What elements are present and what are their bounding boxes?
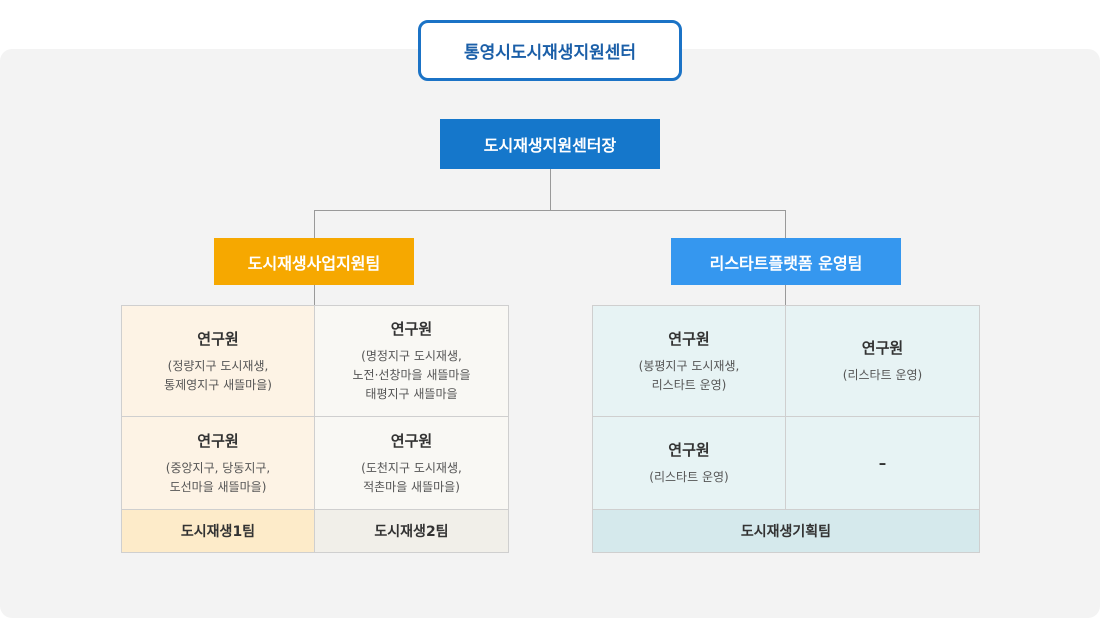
center-title: 통영시도시재생지원센터 (418, 20, 682, 81)
role-label: 연구원 (390, 431, 433, 450)
sub-team-label: 도시재생1팀 (122, 510, 315, 552)
role-label: 연구원 (390, 320, 433, 338)
role-desc: (리스타트 운영) (649, 470, 729, 484)
director-box: 도시재생지원센터장 (440, 119, 660, 169)
team-business-support: 도시재생사업지원팀 (214, 238, 414, 285)
sub-team-label: 도시재생기획팀 (593, 510, 979, 552)
role-label: 연구원 (668, 329, 710, 348)
team-restart-platform: 리스타트플랫폼 운영팀 (671, 238, 901, 285)
staff-cell: 연구원 (중앙지구, 당동지구, 도선마을 새뜰마을) (122, 417, 315, 510)
empty-cell: – (786, 417, 979, 510)
connector-team1-grid (314, 285, 315, 305)
connector-to-team1 (314, 210, 315, 238)
staff-cell: 연구원 (명정지구 도시재생, 노전·선창마을 새뜰마을 태평지구 새뜰마을 (315, 306, 508, 417)
connector-team2-grid (785, 285, 786, 305)
role-label: 연구원 (861, 339, 904, 357)
sub-team-label: 도시재생2팀 (315, 510, 508, 552)
role-desc: (도천지구 도시재생, 적촌마을 새뜰마을) (361, 460, 462, 494)
vacant-dash: – (878, 454, 887, 472)
role-desc: (중앙지구, 당동지구, 도선마을 새뜰마을) (165, 460, 271, 494)
connector-to-team2 (785, 210, 786, 238)
connector-director-down (550, 169, 551, 210)
staff-cell: 연구원 (리스타트 운영) (593, 417, 786, 510)
staff-cell: 연구원 (도천지구 도시재생, 적촌마을 새뜰마을) (315, 417, 508, 510)
staff-cell: 연구원 (봉평지구 도시재생, 리스타트 운영) (593, 306, 786, 417)
business-support-grid: 연구원 (정량지구 도시재생, 통제영지구 새뜰마을) 연구원 (명정지구 도시… (121, 305, 509, 553)
staff-cell: 연구원 (정량지구 도시재생, 통제영지구 새뜰마을) (122, 306, 315, 417)
role-desc: (봉평지구 도시재생, 리스타트 운영) (638, 358, 740, 392)
role-desc: (리스타트 운영) (842, 368, 923, 382)
restart-platform-grid: 연구원 (봉평지구 도시재생, 리스타트 운영) 연구원 (리스타트 운영) 연… (592, 305, 980, 553)
connector-horizontal (314, 210, 786, 211)
role-label: 연구원 (197, 329, 239, 348)
role-desc: (정량지구 도시재생, 통제영지구 새뜰마을) (164, 358, 272, 392)
staff-cell: 연구원 (리스타트 운영) (786, 306, 979, 417)
role-desc: (명정지구 도시재생, 노전·선창마을 새뜰마을 태평지구 새뜰마을 (352, 349, 471, 401)
role-label: 연구원 (668, 441, 710, 459)
role-label: 연구원 (197, 431, 239, 450)
